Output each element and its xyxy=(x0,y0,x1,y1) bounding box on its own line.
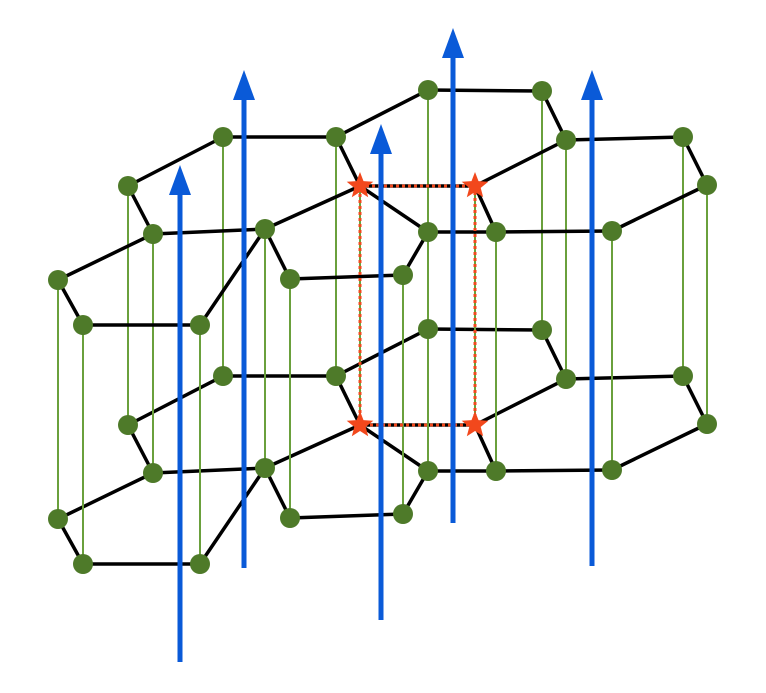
atom-node-icon xyxy=(418,80,438,100)
atom-node-icon xyxy=(602,221,622,241)
bottom-bond xyxy=(426,327,544,332)
top-bond xyxy=(358,184,430,234)
top-bond xyxy=(263,184,362,231)
bottom-bond xyxy=(494,468,614,473)
arrow-up-icon xyxy=(442,28,464,523)
top-bond xyxy=(198,227,267,327)
atom-node-icon xyxy=(418,222,438,242)
top-layer-bonds xyxy=(56,88,709,327)
highlighted-plaquette xyxy=(358,184,477,427)
star-marker-icon xyxy=(346,411,374,437)
top-bond xyxy=(334,88,430,139)
bottom-bond xyxy=(151,466,267,475)
bottom-bond xyxy=(288,512,405,520)
bottom-bond xyxy=(126,374,225,427)
arrow-head xyxy=(370,124,392,154)
atom-node-icon xyxy=(213,366,233,386)
atom-node-icon xyxy=(280,269,300,289)
atom-node-icon xyxy=(486,222,506,242)
atom-node-icon xyxy=(73,315,93,335)
atom-node-icon xyxy=(255,458,275,478)
bottom-bond xyxy=(473,377,568,427)
top-bond xyxy=(126,135,225,188)
atom-node-icon xyxy=(143,224,163,244)
top-bond xyxy=(56,232,155,282)
atom-node-icon xyxy=(118,176,138,196)
bottom-bond xyxy=(610,422,709,472)
top-bond xyxy=(473,138,568,188)
atom-node-icon xyxy=(532,81,552,101)
star-marker-icon xyxy=(461,411,489,437)
atom-node-icon xyxy=(602,460,622,480)
bottom-bond xyxy=(198,466,267,566)
interlayer-bonds xyxy=(57,90,708,564)
atom-node-icon xyxy=(118,415,138,435)
bottom-bond xyxy=(564,374,685,381)
star-markers xyxy=(346,172,489,437)
atom-node-icon xyxy=(190,554,210,574)
bottom-bond xyxy=(358,423,430,473)
top-bond xyxy=(610,183,709,233)
field-arrows-front xyxy=(169,28,603,662)
atom-node-icon xyxy=(393,265,413,285)
arrow-up-icon xyxy=(581,70,603,566)
arrow-head xyxy=(233,70,255,100)
atom-node-icon xyxy=(280,508,300,528)
atom-node-icon xyxy=(673,127,693,147)
atom-node-icon xyxy=(190,315,210,335)
atom-node-icon xyxy=(556,369,576,389)
atom-node-icon xyxy=(697,414,717,434)
atom-node-icon xyxy=(326,366,346,386)
atom-node-icon xyxy=(556,130,576,150)
atom-node-icon xyxy=(418,319,438,339)
atom-node-icon xyxy=(48,270,68,290)
atom-node-icon xyxy=(73,554,93,574)
bottom-bond xyxy=(263,423,362,470)
atom-node-icon xyxy=(48,509,68,529)
top-bond xyxy=(151,227,267,236)
arrow-up-icon xyxy=(370,124,392,620)
arrow-head xyxy=(169,165,191,195)
atom-node-icon xyxy=(673,366,693,386)
star-marker-icon xyxy=(346,172,374,198)
atom-node-icon xyxy=(213,127,233,147)
atom-node-icon xyxy=(255,219,275,239)
arrow-up-icon xyxy=(233,70,255,568)
atom-nodes xyxy=(48,80,717,574)
atom-node-icon xyxy=(418,461,438,481)
atom-node-icon xyxy=(143,463,163,483)
top-bond xyxy=(564,135,685,142)
atom-node-icon xyxy=(486,461,506,481)
arrow-head xyxy=(581,70,603,100)
top-bond xyxy=(426,88,544,93)
atom-node-icon xyxy=(532,320,552,340)
atom-node-icon xyxy=(393,504,413,524)
arrow-up-icon xyxy=(169,165,191,662)
atom-node-icon xyxy=(326,127,346,147)
star-marker-icon xyxy=(461,172,489,198)
arrow-head xyxy=(442,28,464,58)
bottom-bond xyxy=(56,471,155,521)
atom-node-icon xyxy=(697,175,717,195)
top-bond xyxy=(288,273,405,281)
top-bond xyxy=(494,229,614,234)
